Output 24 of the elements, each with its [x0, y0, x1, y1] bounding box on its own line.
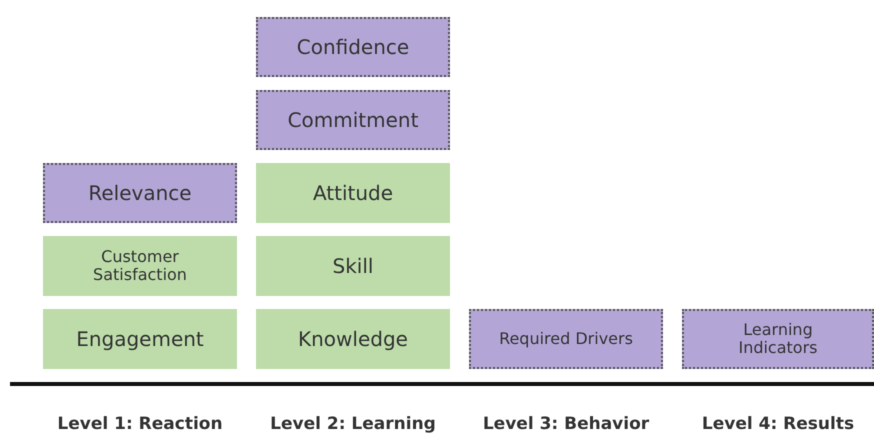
category-box: [256, 163, 450, 223]
level-label: Level 1: Reaction: [56, 414, 224, 434]
category-box: [256, 309, 450, 369]
category-box: [43, 236, 237, 296]
box-label: Customer Satisfaction: [92, 248, 188, 284]
level-label: Level 2: Learning: [269, 414, 437, 434]
category-box: [256, 236, 450, 296]
box-label: Commitment: [288, 108, 418, 132]
category-box: [469, 309, 663, 369]
level-label: Level 4: Results: [700, 414, 856, 434]
category-box: [43, 309, 237, 369]
level-label: Level 3: Behavior: [482, 414, 650, 434]
box-label: Learning Indicators: [737, 320, 819, 358]
box-label: Required Drivers: [499, 330, 633, 348]
box-label: Engagement: [76, 328, 204, 350]
box-label: Relevance: [88, 182, 192, 204]
category-box: [682, 309, 874, 369]
box-label: Skill: [332, 254, 374, 278]
box-label: Confidence: [296, 36, 410, 58]
category-box: [256, 90, 450, 150]
box-label: Attitude: [312, 182, 394, 204]
box-label: Knowledge: [298, 328, 408, 350]
category-box: [256, 17, 450, 77]
category-box: [43, 163, 237, 223]
